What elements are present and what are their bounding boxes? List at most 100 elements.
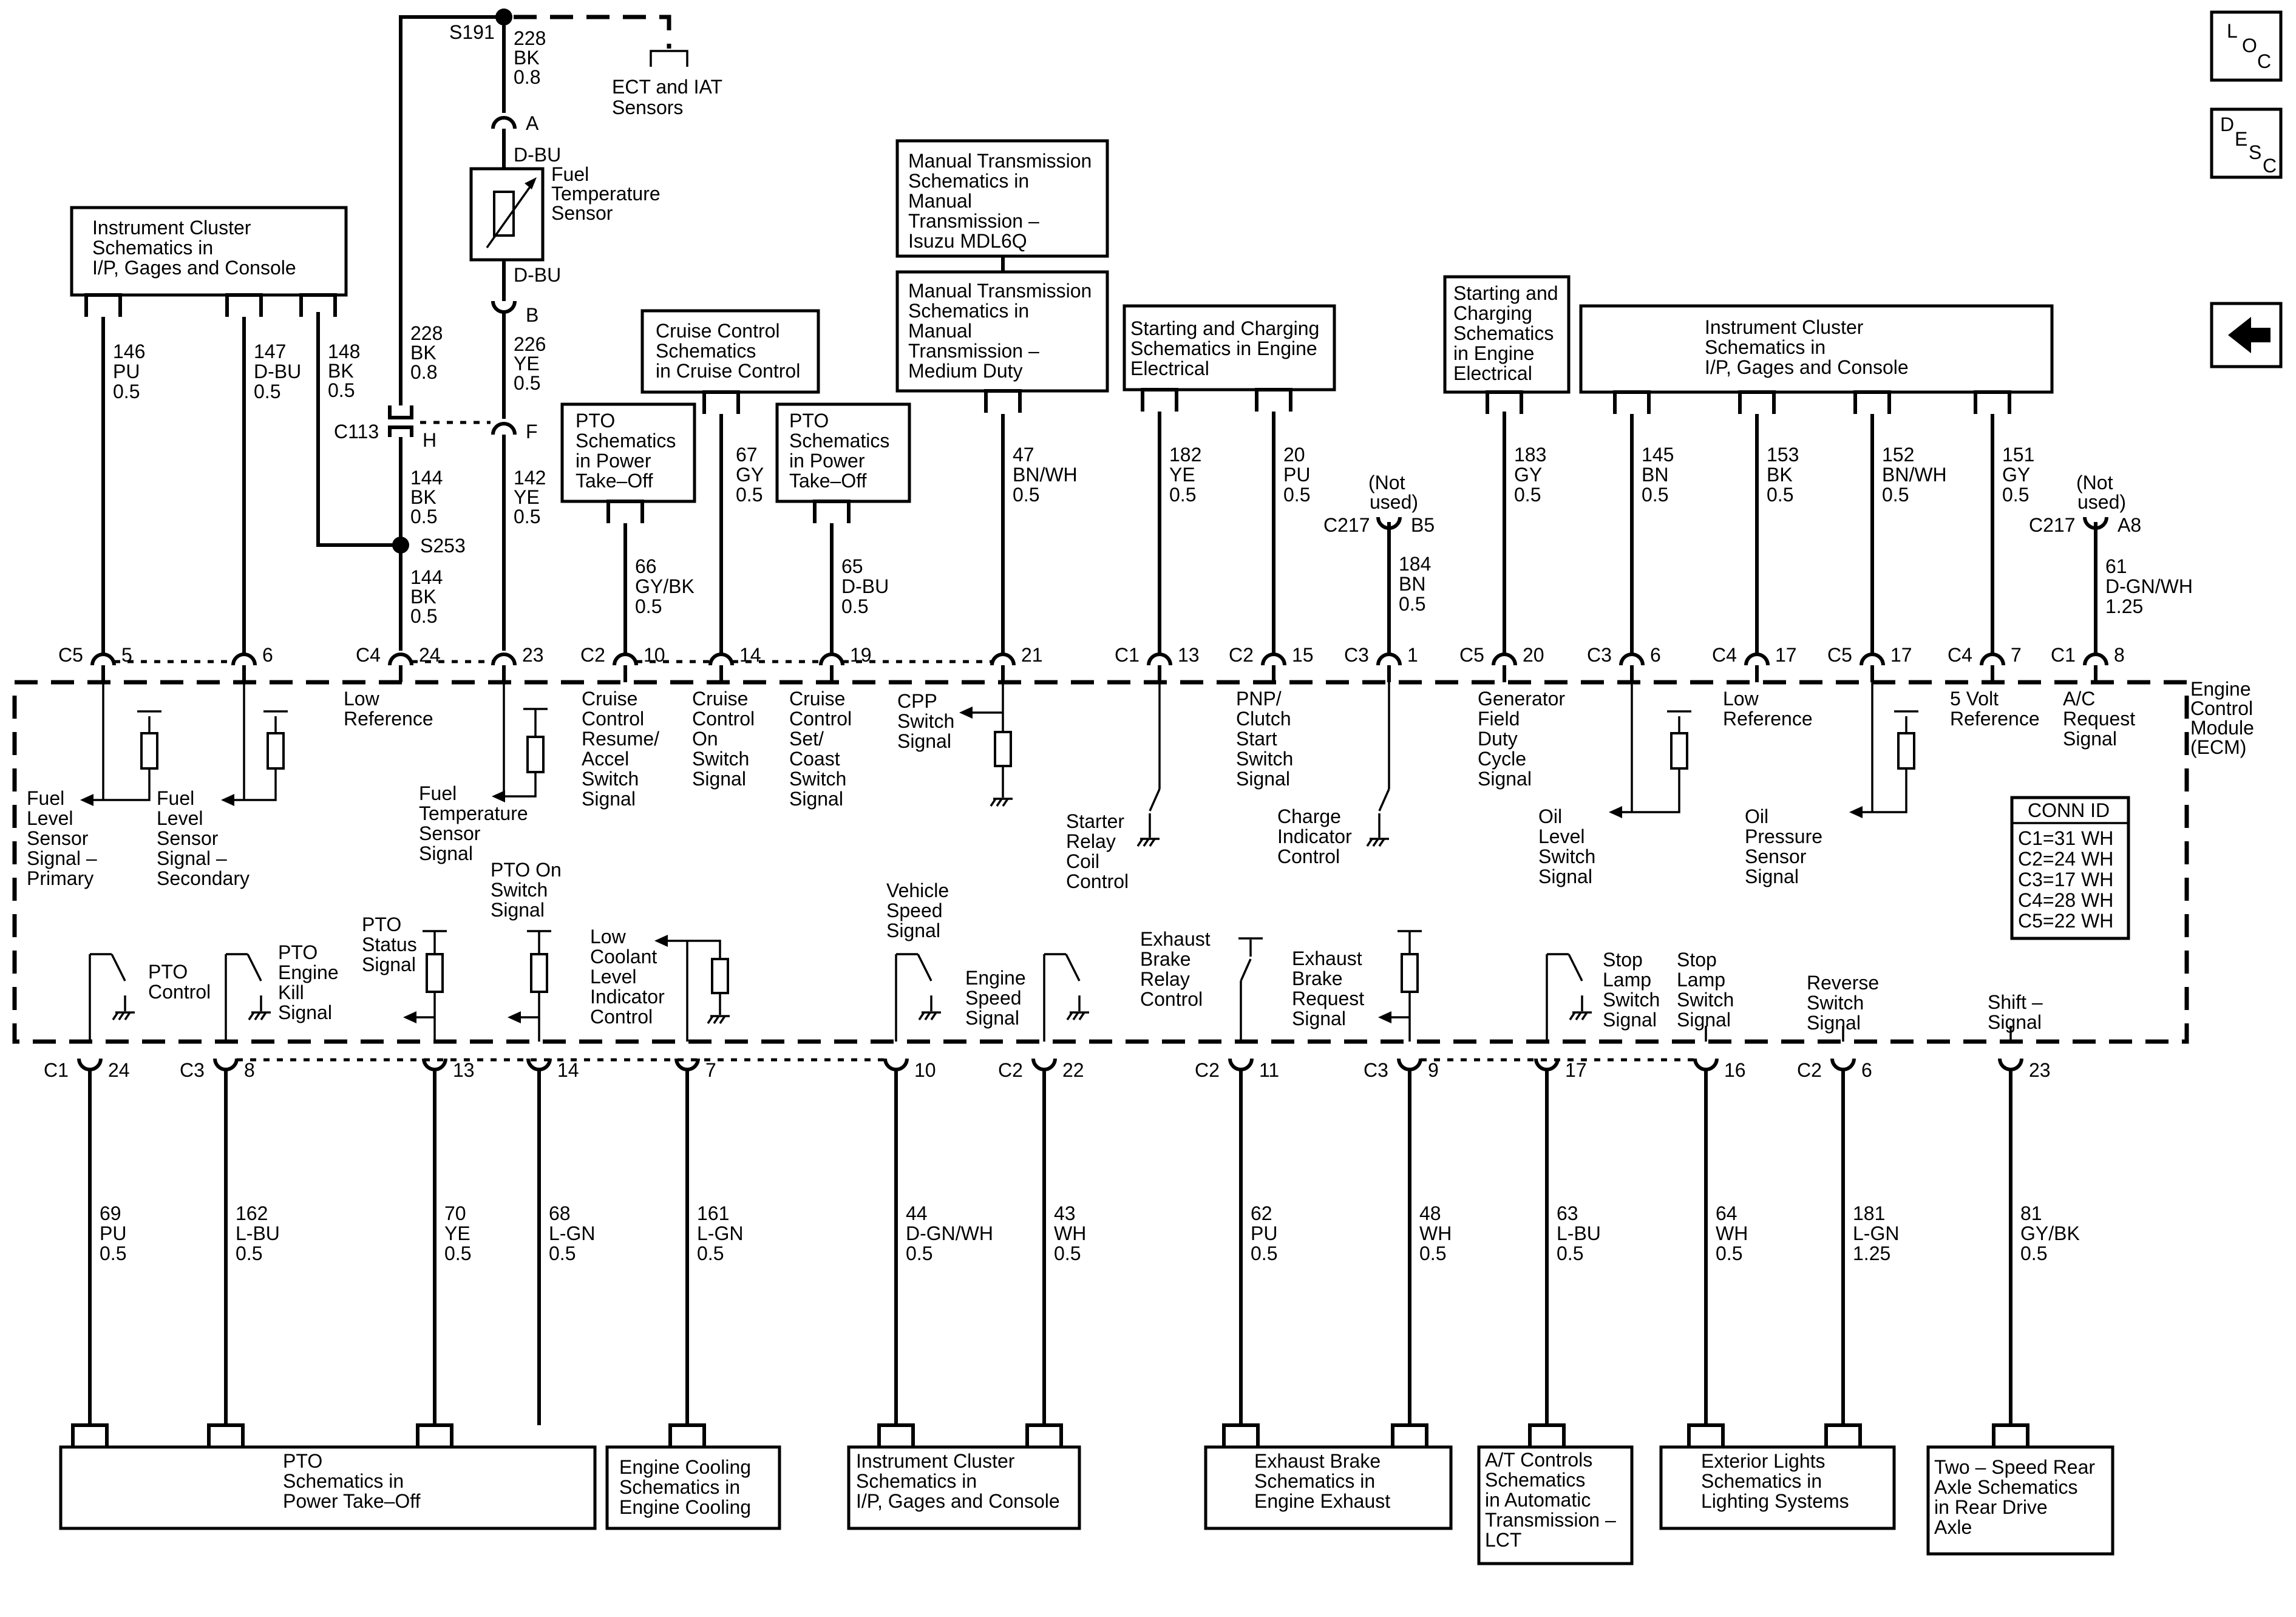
back-arrow-icon xyxy=(2228,317,2271,353)
svg-text:226: 226 xyxy=(514,333,546,355)
pnp-label-text: Signal xyxy=(1236,768,1290,790)
pto-kill-switch xyxy=(225,953,271,1042)
low-coolant-label-text: Coolant xyxy=(590,946,657,968)
top-pin-number: 6 xyxy=(1650,644,1661,666)
pnp-label-text: PNP/ xyxy=(1236,688,1282,710)
low-reference-label-1-text: Low xyxy=(344,688,380,710)
bottom-pin-number: 6 xyxy=(1861,1059,1872,1081)
fuel-level-secondary-circuit xyxy=(221,682,288,806)
generator-label-text: Field xyxy=(1478,708,1520,730)
wire-81-text: 0.5 xyxy=(2020,1242,2047,1264)
svg-text:YE: YE xyxy=(514,486,540,508)
wire-67-text: GY xyxy=(736,464,764,486)
pto-on-circuit xyxy=(508,930,551,1042)
svg-text:ECT and IAT: ECT and IAT xyxy=(612,76,722,98)
fuel-level-secondary-label-text: Signal – xyxy=(157,847,227,869)
low-coolant-label-text: Indicator xyxy=(590,986,665,1008)
svg-text:S253: S253 xyxy=(420,535,466,557)
pto-bottom-box-text: Power Take–Off xyxy=(283,1490,421,1512)
top-conn-name: C3 xyxy=(1344,644,1369,666)
low-coolant-label-text: Level xyxy=(590,966,637,988)
cpp-label-text: Signal xyxy=(897,730,951,752)
loc-button[interactable]: L O C xyxy=(2210,10,2283,82)
top-pin-number: 13 xyxy=(1178,644,1200,666)
vss-label-text: Vehicle xyxy=(886,880,949,901)
top-pin-number: 20 xyxy=(1523,644,1544,666)
back-arrow-button[interactable] xyxy=(2210,302,2283,368)
mt-isuzu-box-text: Manual xyxy=(908,190,972,212)
desc-d: D xyxy=(2220,114,2234,135)
wire-44-text: 0.5 xyxy=(906,1242,932,1264)
cruise-set-label-text: Switch xyxy=(789,768,846,790)
pto-box-2-text: in Power xyxy=(789,450,865,472)
wire-182-text: 182 xyxy=(1169,444,1201,466)
cruise-set-label-text: Control xyxy=(789,708,852,730)
starter-relay-driver xyxy=(1136,682,1161,847)
wire-162-text: 162 xyxy=(236,1202,268,1224)
wire-68-text: 0.5 xyxy=(549,1242,576,1264)
bottom-pin-number: 8 xyxy=(244,1059,255,1081)
fuel-level-primary-circuit xyxy=(80,682,161,806)
top-conn-name: C1 xyxy=(1115,644,1140,666)
wire-48-text: WH xyxy=(1419,1222,1452,1244)
shift-label: Shift –Signal xyxy=(1988,991,2043,1033)
wire-151-text: 0.5 xyxy=(2002,484,2029,506)
bottom-conn-name: C3 xyxy=(1364,1059,1388,1081)
cruise-set-label-text: Cruise xyxy=(789,688,845,710)
wire-66-text: 0.5 xyxy=(635,595,662,617)
wire-145-text: 0.5 xyxy=(1642,484,1668,506)
wire-146-text: PU xyxy=(113,361,140,382)
wire-62-text: 0.5 xyxy=(1251,1242,1277,1264)
wire-161-text: 0.5 xyxy=(697,1242,724,1264)
oil-level-label-text: Oil xyxy=(1538,805,1562,827)
svg-text:C217: C217 xyxy=(2029,514,2076,536)
wire-62-text: 62 xyxy=(1251,1202,1272,1224)
wire-145-text: 145 xyxy=(1642,444,1674,466)
wire-69-text: PU xyxy=(100,1222,126,1244)
top-wiring xyxy=(316,8,688,651)
wire-47-text: BN/WH xyxy=(1013,464,1078,486)
wire-183-text: 183 xyxy=(1514,444,1546,466)
oil-level-circuit xyxy=(1609,682,1691,818)
top-connector-pin: 6 xyxy=(231,644,273,666)
wire-184-text: 0.5 xyxy=(1399,593,1425,615)
wire-146-text: 0.5 xyxy=(113,381,140,402)
desc-button[interactable]: D E S C xyxy=(2210,107,2283,179)
low-coolant-circuit xyxy=(654,935,730,1042)
oil-pressure-label-text: Signal xyxy=(1745,866,1799,887)
pto-box-1-text: Schematics xyxy=(576,430,676,452)
wire-20-text: 0.5 xyxy=(1283,484,1310,506)
oil-level-label-text: Level xyxy=(1538,825,1585,847)
cruise-set-label-text: Signal xyxy=(789,788,843,810)
top-pin-number: 1 xyxy=(1407,644,1418,666)
exhaust-brake-box-text: Exhaust Brake xyxy=(1254,1450,1381,1472)
pto-kill-label-text: PTO xyxy=(278,941,318,963)
ic-bottom-box-text: Instrument Cluster xyxy=(856,1450,1015,1472)
pto-on-label-text: PTO On xyxy=(491,859,562,881)
